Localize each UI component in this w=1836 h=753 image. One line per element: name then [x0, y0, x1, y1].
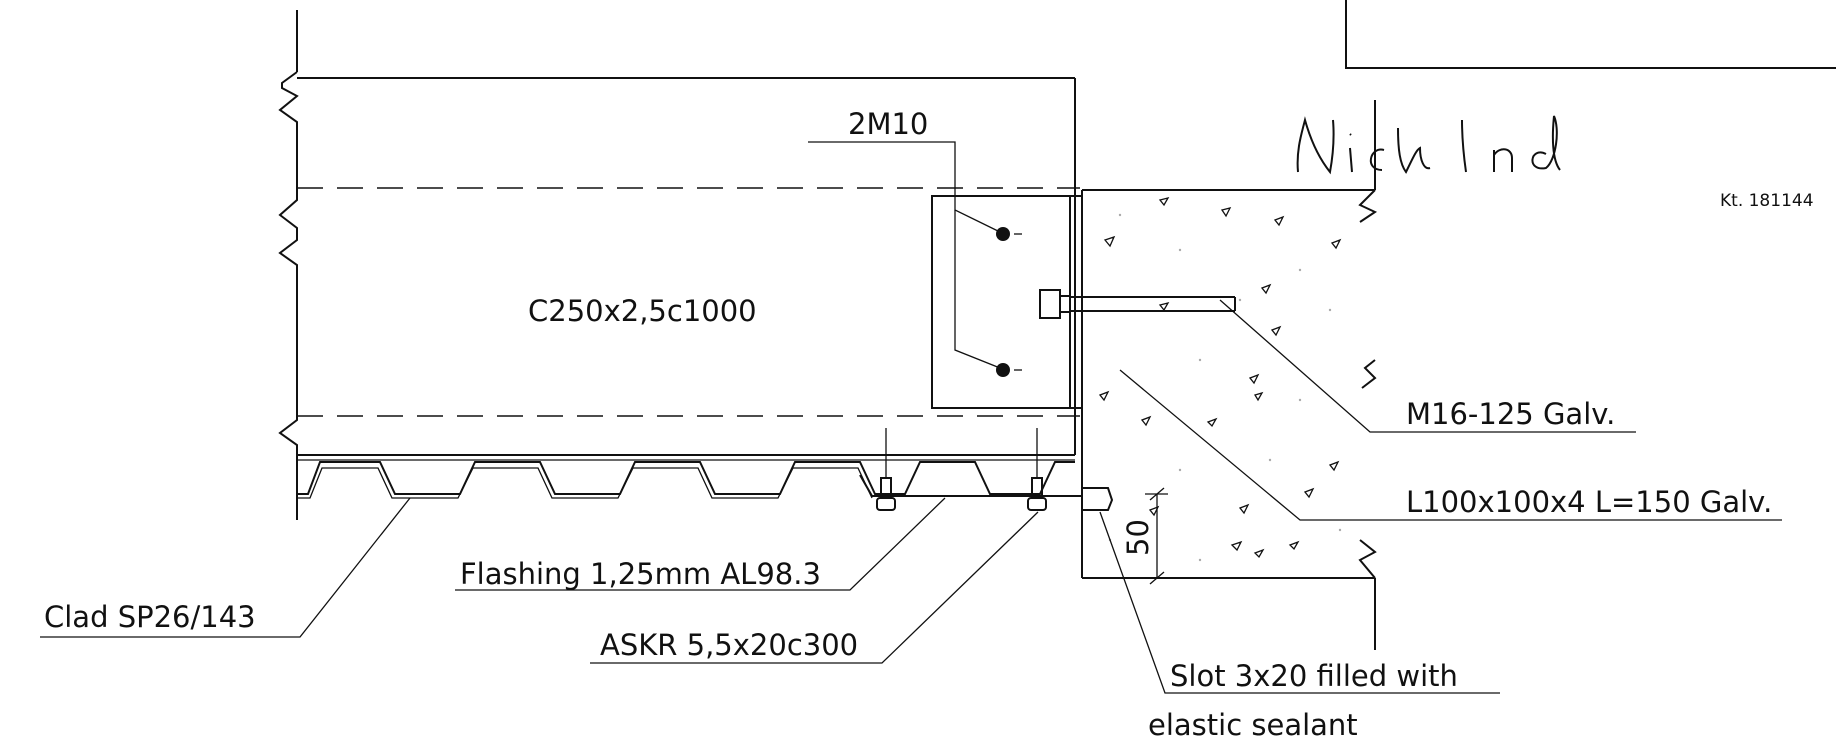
dimension-label: 50 [1121, 519, 1155, 556]
flashing-label: Flashing 1,25mm AL98.3 [460, 557, 821, 591]
beam-label: C250x2,5c1000 [528, 294, 757, 328]
cladding-label: Clad SP26/143 [44, 600, 256, 634]
bolt-label: 2M10 [848, 107, 928, 141]
column-edge [278, 10, 299, 520]
title-block-frame [1345, 0, 1836, 69]
angle-bracket [931, 195, 1083, 409]
anchor-label: M16-125 Galv. [1406, 397, 1615, 431]
c-beam-purlin [297, 77, 1080, 461]
screw-label: ASKR 5,5x20c300 [600, 628, 858, 662]
self-drilling-screws [876, 428, 1047, 511]
engineer-signature [1296, 115, 1561, 175]
concrete-wall [1081, 100, 1378, 650]
leader-lines [40, 141, 1782, 694]
angle-label: L100x100x4 L=150 Galv. [1406, 485, 1772, 519]
trapezoidal-cladding [297, 461, 1075, 499]
license-number: Kt. 181144 [1720, 191, 1814, 211]
dimension-50 [1145, 487, 1168, 585]
flashing [859, 474, 1114, 511]
slot-label-line2: elastic sealant [1148, 708, 1358, 742]
m10-bolts [996, 227, 1022, 377]
slot-label-line1: Slot 3x20 filled with [1170, 659, 1458, 693]
